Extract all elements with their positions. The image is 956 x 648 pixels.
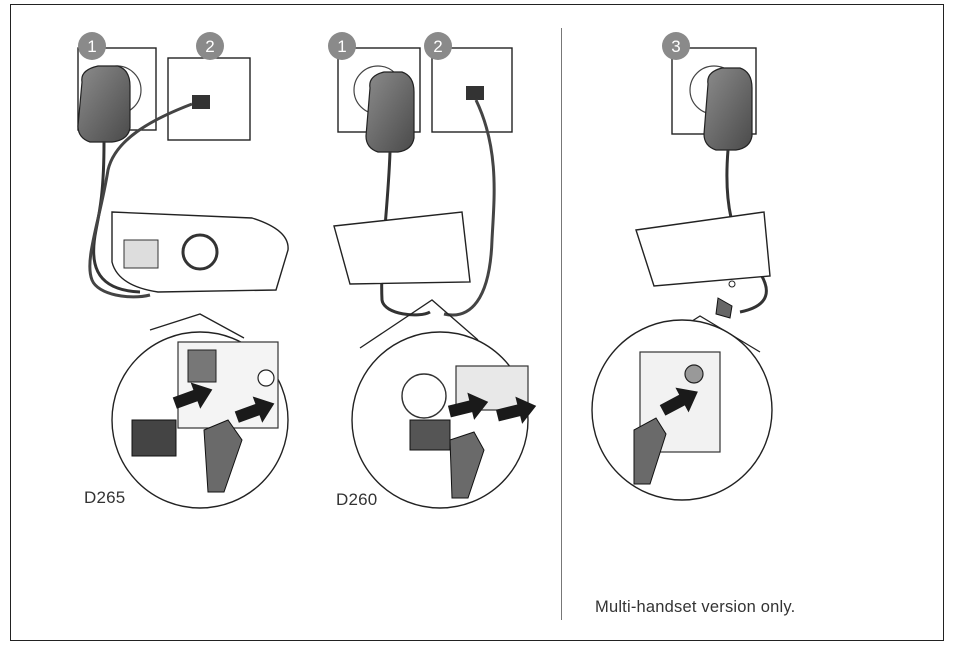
phone-cable	[443, 99, 496, 317]
svg-text:3: 3	[671, 37, 680, 56]
power-adapter	[77, 65, 131, 143]
step-badge-2: 2	[424, 32, 452, 60]
multi-handset-note: Multi-handset version only.	[595, 598, 796, 616]
svg-text:2: 2	[205, 37, 214, 56]
handset-ring	[181, 233, 219, 271]
power-plug	[449, 431, 485, 499]
power-plug	[633, 417, 667, 485]
phone-jack-plug	[466, 86, 484, 100]
panel-multi-handset: 3	[591, 32, 773, 501]
diagram-frame	[10, 4, 944, 641]
phone-cable	[88, 102, 193, 299]
base-ports	[123, 239, 159, 269]
panel-divider	[561, 28, 563, 620]
svg-text:1: 1	[337, 37, 346, 56]
step-badge-2: 2	[196, 32, 224, 60]
phone-jack-plug	[192, 95, 210, 109]
phone-wall-plate	[167, 57, 251, 141]
svg-text:1: 1	[87, 37, 96, 56]
power-adapter	[703, 67, 753, 151]
base-station	[111, 211, 289, 293]
caption-d265: D265	[84, 488, 126, 507]
panel-d260: 1 2	[328, 32, 540, 509]
step-badge-1: 1	[328, 32, 356, 60]
phone-plug	[131, 419, 177, 457]
phone-plug	[409, 419, 451, 451]
power-plug	[203, 419, 243, 493]
svg-text:2: 2	[433, 37, 442, 56]
caption-d260: D260	[336, 490, 378, 509]
step-badge-1: 1	[78, 32, 106, 60]
power-adapter	[365, 71, 415, 153]
charger-base	[635, 211, 771, 287]
base-station	[333, 211, 471, 285]
panel-d265: 1 2	[77, 32, 289, 509]
step-badge-3: 3	[662, 32, 690, 60]
